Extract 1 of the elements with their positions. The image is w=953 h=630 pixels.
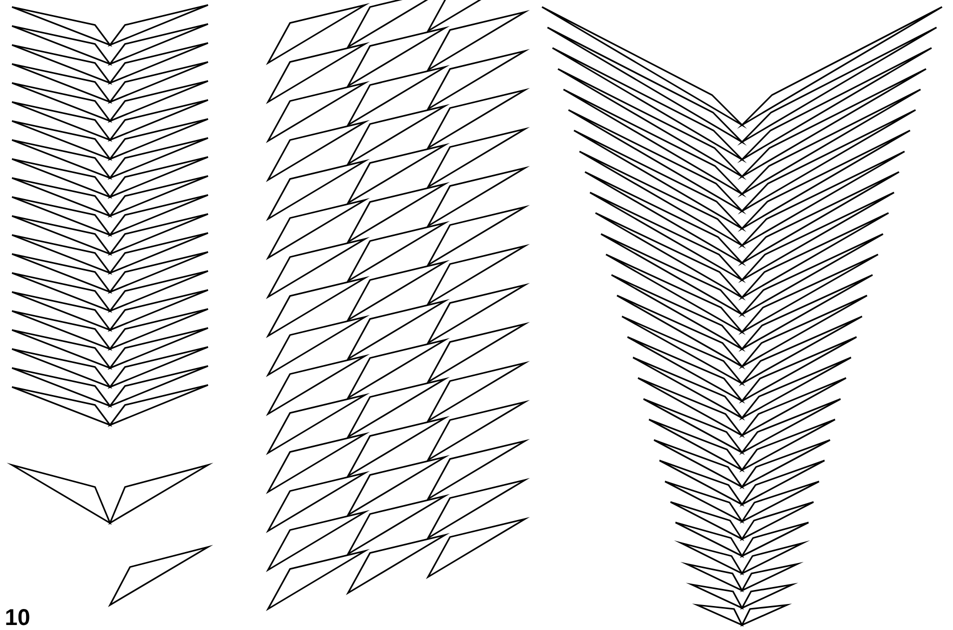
figure-number: 10 [6, 609, 30, 626]
